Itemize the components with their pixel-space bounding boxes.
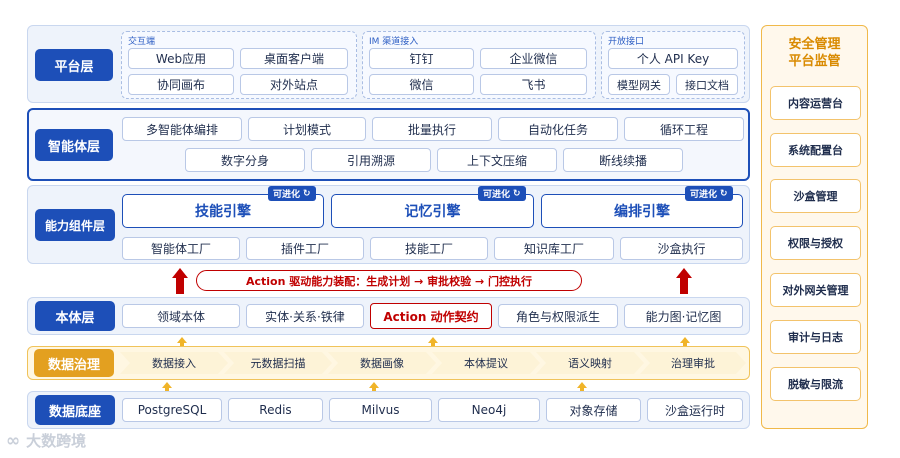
security-panel: 安全管理 平台监管 内容运营台 系统配置台 沙盒管理 权限与授权 对外网关管理 … bbox=[761, 25, 868, 429]
data-base-layer-label: 数据底座 bbox=[35, 395, 115, 425]
evolvable-label: 可进化 bbox=[690, 190, 718, 200]
evolvable-label: 可进化 bbox=[483, 190, 511, 200]
group-title: IM 渠道接入 bbox=[369, 37, 419, 47]
entity-relation-box: 实体·关系·铁律 bbox=[246, 304, 364, 328]
watermark-text: 大数跨境 bbox=[26, 432, 87, 450]
model-gateway-box: 模型网关 bbox=[608, 74, 670, 95]
gov-step: 元数据扫描 bbox=[224, 352, 332, 374]
platform-group-interaction: 交互端 Web应用 桌面客户端 协同画布 对外站点 bbox=[121, 31, 357, 99]
group-title: 交互端 bbox=[128, 37, 156, 47]
api-key-box: 个人 API Key bbox=[608, 48, 738, 69]
dingtalk-box: 钉钉 bbox=[369, 48, 474, 69]
evolvable-label: 可进化 bbox=[273, 190, 301, 200]
platform-group-openapi: 开放接口 个人 API Key 模型网关 接口文档 bbox=[601, 31, 745, 99]
group-title: 开放接口 bbox=[608, 37, 645, 47]
permission-item: 权限与授权 bbox=[770, 226, 861, 260]
gov-step: 本体提议 bbox=[432, 352, 540, 374]
masking-ratelimit-item: 脱敏与限流 bbox=[770, 367, 861, 401]
action-contract-box: Action 动作契约 bbox=[370, 303, 492, 329]
ontology-layer-label: 本体层 bbox=[35, 301, 115, 331]
evolvable-tag: 可进化↻ bbox=[685, 186, 733, 201]
wecom-box: 企业微信 bbox=[480, 48, 587, 69]
loop-icon: ↻ bbox=[303, 188, 311, 199]
action-banner: Action 驱动能力装配：生成计划 → 审批校验 → 门控执行 bbox=[196, 270, 582, 291]
governance-layer-label: 数据治理 bbox=[34, 349, 114, 377]
role-permission-box: 角色与权限派生 bbox=[498, 304, 618, 328]
sandbox-mgmt-item: 沙盒管理 bbox=[770, 179, 861, 213]
object-storage-box: 对象存储 bbox=[546, 398, 641, 422]
citation-box: 引用溯源 bbox=[311, 148, 431, 172]
domain-ontology-box: 领域本体 bbox=[122, 304, 240, 328]
milvus-box: Milvus bbox=[329, 398, 432, 422]
postgresql-box: PostgreSQL bbox=[122, 398, 222, 422]
agent-layer: 智能体层 多智能体编排 计划模式 批量执行 自动化任务 循环工程 数字分身 引用… bbox=[27, 108, 750, 181]
agent-factory-box: 智能体工厂 bbox=[122, 237, 240, 260]
ontology-layer: 本体层 领域本体 实体·关系·铁律 Action 动作契约 角色与权限派生 能力… bbox=[27, 297, 750, 335]
gov-step: 数据画像 bbox=[328, 352, 436, 374]
kb-factory-box: 知识库工厂 bbox=[494, 237, 614, 260]
neo4j-box: Neo4j bbox=[438, 398, 540, 422]
gov-step: 数据接入 bbox=[120, 352, 228, 374]
loop-icon: ↻ bbox=[513, 188, 521, 199]
memory-engine: 记忆引擎 bbox=[331, 194, 534, 228]
platform-group-im: IM 渠道接入 钉钉 企业微信 微信 飞书 bbox=[362, 31, 596, 99]
governance-layer: 数据治理 数据接入 元数据扫描 数据画像 本体提议 语义映射 治理审批 bbox=[27, 346, 750, 380]
skill-factory-box: 技能工厂 bbox=[370, 237, 488, 260]
capability-layer: 能力组件层 技能引擎 可进化↻ 记忆引擎 可进化↻ 编排引擎 可进化↻ 智能体工… bbox=[27, 185, 750, 264]
digital-twin-box: 数字分身 bbox=[185, 148, 305, 172]
resume-stream-box: 断线续播 bbox=[563, 148, 683, 172]
watermark-logo-icon: ∞ bbox=[6, 430, 21, 451]
loop-icon: ↻ bbox=[720, 188, 728, 199]
wechat-box: 微信 bbox=[369, 74, 474, 95]
auto-task-box: 自动化任务 bbox=[498, 117, 618, 141]
sandbox-runtime-box: 沙盒运行时 bbox=[647, 398, 743, 422]
gov-step: 治理审批 bbox=[640, 352, 746, 374]
desktop-client-box: 桌面客户端 bbox=[240, 48, 348, 69]
agent-layer-label: 智能体层 bbox=[35, 129, 113, 161]
side-title-line1: 安全管理 bbox=[788, 37, 841, 52]
orchestration-engine: 编排引擎 bbox=[541, 194, 743, 228]
platform-layer: 平台层 交互端 Web应用 桌面客户端 协同画布 对外站点 IM 渠道接入 钉钉… bbox=[27, 25, 750, 103]
evolvable-tag: 可进化↻ bbox=[268, 186, 316, 201]
web-app-box: Web应用 bbox=[128, 48, 234, 69]
multi-agent-box: 多智能体编排 bbox=[122, 117, 242, 141]
plan-mode-box: 计划模式 bbox=[248, 117, 366, 141]
security-panel-title: 安全管理 平台监管 bbox=[762, 36, 867, 70]
plugin-factory-box: 插件工厂 bbox=[246, 237, 364, 260]
feishu-box: 飞书 bbox=[480, 74, 587, 95]
loop-eng-box: 循环工程 bbox=[624, 117, 744, 141]
evolvable-tag: 可进化↻ bbox=[478, 186, 526, 201]
gateway-mgmt-item: 对外网关管理 bbox=[770, 273, 861, 307]
collab-canvas-box: 协同画布 bbox=[128, 74, 234, 95]
watermark: ∞ 大数跨境 bbox=[6, 430, 86, 451]
side-title-line2: 平台监管 bbox=[788, 54, 841, 69]
batch-exec-box: 批量执行 bbox=[372, 117, 492, 141]
system-config-item: 系统配置台 bbox=[770, 133, 861, 167]
capability-memory-graph-box: 能力图·记忆图 bbox=[624, 304, 743, 328]
data-base-layer: 数据底座 PostgreSQL Redis Milvus Neo4j 对象存储 … bbox=[27, 391, 750, 429]
gov-step: 语义映射 bbox=[536, 352, 644, 374]
context-compress-box: 上下文压缩 bbox=[437, 148, 557, 172]
redis-box: Redis bbox=[228, 398, 323, 422]
sandbox-exec-box: 沙盒执行 bbox=[620, 237, 743, 260]
public-site-box: 对外站点 bbox=[240, 74, 348, 95]
api-docs-box: 接口文档 bbox=[676, 74, 738, 95]
platform-layer-label: 平台层 bbox=[35, 49, 113, 81]
capability-layer-label: 能力组件层 bbox=[35, 209, 115, 241]
audit-log-item: 审计与日志 bbox=[770, 320, 861, 354]
content-ops-item: 内容运营台 bbox=[770, 86, 861, 120]
